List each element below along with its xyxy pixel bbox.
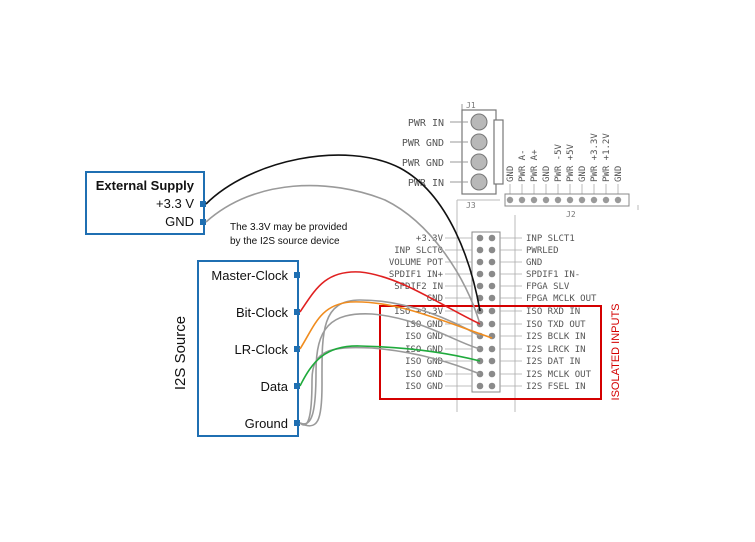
lr-clock-terminal bbox=[294, 346, 300, 352]
ground-label: Ground bbox=[245, 416, 288, 431]
j2-pin-label: PWR +5V bbox=[566, 143, 576, 182]
supply-note-line-2: by the I2S source device bbox=[230, 236, 340, 247]
power-pin-label: PWR GND bbox=[402, 158, 444, 169]
j3-ref: J3 bbox=[466, 201, 476, 210]
j2-ref: J2 bbox=[566, 210, 576, 219]
j3-connector: J3 bbox=[389, 201, 597, 393]
supply-gnd-label: GND bbox=[165, 214, 194, 229]
j2-pin-label: GND bbox=[578, 166, 588, 182]
master-clock-label: Master-Clock bbox=[211, 268, 288, 283]
bit-clock-label: Bit-Clock bbox=[236, 305, 289, 320]
j3-left-label: SPDIF2 IN bbox=[394, 282, 443, 292]
j2-pin-label: GND bbox=[542, 166, 552, 182]
j3-left-label: ISO GND bbox=[405, 370, 443, 380]
supply-note-line-1: The 3.3V may be provided bbox=[230, 222, 347, 233]
j3-right-label: FPGA MCLK OUT bbox=[526, 294, 597, 304]
j3-right-label: INP SLCT1 bbox=[526, 234, 575, 244]
data-label: Data bbox=[261, 379, 289, 394]
j3-left-label: ISO GND bbox=[405, 382, 443, 392]
j3-right-label: I2S FSEL IN bbox=[526, 382, 586, 392]
j3-left-label: SPDIF1 IN+ bbox=[389, 270, 444, 280]
j2-pin-label: PWR A- bbox=[518, 149, 528, 182]
lr-clock-wire bbox=[299, 301, 493, 350]
j3-right-label: ISO RXD IN bbox=[526, 307, 580, 317]
power-connector-ref: J1 bbox=[466, 101, 476, 110]
supply-3v3-terminal bbox=[200, 201, 206, 207]
j2-pin-label: PWR +3.3V bbox=[590, 133, 600, 182]
j2-pin-label: GND bbox=[614, 166, 624, 182]
j3-right-label: SPDIF1 IN- bbox=[526, 270, 580, 280]
i2s-ground-wire-a bbox=[299, 299, 481, 427]
j2-pin-label: PWR A+ bbox=[530, 149, 540, 182]
i2s-source-box: I2S Source Master-Clock Bit-Clock LR-Clo… bbox=[172, 260, 300, 437]
isolated-inputs-label: ISOLATED INPUTS bbox=[610, 304, 622, 401]
j3-left-label: ISO GND bbox=[405, 357, 443, 367]
data-wire bbox=[299, 345, 481, 387]
supply-gnd-terminal bbox=[200, 219, 206, 225]
j3-right-label: I2S MCLK OUT bbox=[526, 370, 592, 380]
j2-pin-label: GND bbox=[506, 166, 516, 182]
i2s-ground-wire-b bbox=[299, 313, 481, 425]
j3-left-label: INP SLCT0 bbox=[394, 246, 443, 256]
power-pin-label: PWR IN bbox=[408, 178, 444, 189]
j3-left-label: +3.3V bbox=[416, 234, 444, 244]
isolated-inputs-highlight: ISOLATED INPUTS bbox=[379, 304, 622, 401]
power-pin-label: PWR IN bbox=[408, 118, 444, 129]
power-connector: J1 PWR IN PWR GND PWR GND PWR IN bbox=[402, 101, 504, 195]
external-supply-title: External Supply bbox=[96, 178, 195, 193]
power-pin-label: PWR GND bbox=[402, 138, 444, 149]
j3-left-label: ISO GND bbox=[405, 320, 443, 330]
master-clock-terminal bbox=[294, 272, 300, 278]
bit-clock-wire bbox=[299, 271, 481, 325]
i2s-source-title: I2S Source bbox=[172, 316, 189, 390]
j3-left-label: GND bbox=[427, 294, 443, 304]
j3-right-label: I2S DAT IN bbox=[526, 357, 580, 367]
j2-pin-label: PWR -5V bbox=[554, 143, 564, 182]
wires bbox=[205, 154, 493, 427]
lr-clock-label: LR-Clock bbox=[235, 342, 289, 357]
j3-right-label: FPGA SLV bbox=[526, 282, 570, 292]
external-supply-box: External Supply +3.3 V GND bbox=[85, 171, 206, 235]
j3-right-label: GND bbox=[526, 258, 542, 268]
j3-right-label: I2S BCLK IN bbox=[526, 332, 586, 342]
j3-right-label: ISO TXD OUT bbox=[526, 320, 586, 330]
j2-connector: GND PWR A- PWR A+ GND PWR -5V PWR +5V GN… bbox=[504, 133, 630, 219]
supply-3v3-label: +3.3 V bbox=[156, 196, 194, 211]
ground-terminal bbox=[294, 420, 300, 426]
j3-right-label: I2S LRCK IN bbox=[526, 345, 586, 355]
j3-left-label: VOLUME POT bbox=[389, 258, 444, 268]
j2-pin-label: PWR +1.2V bbox=[602, 133, 612, 182]
supply-gnd-wire bbox=[205, 184, 481, 325]
j3-left-label: ISO GND bbox=[405, 332, 443, 342]
bit-clock-terminal bbox=[294, 309, 300, 315]
supply-3v3-wire bbox=[205, 154, 481, 312]
data-terminal bbox=[294, 383, 300, 389]
j3-right-label: PWRLED bbox=[526, 246, 559, 256]
